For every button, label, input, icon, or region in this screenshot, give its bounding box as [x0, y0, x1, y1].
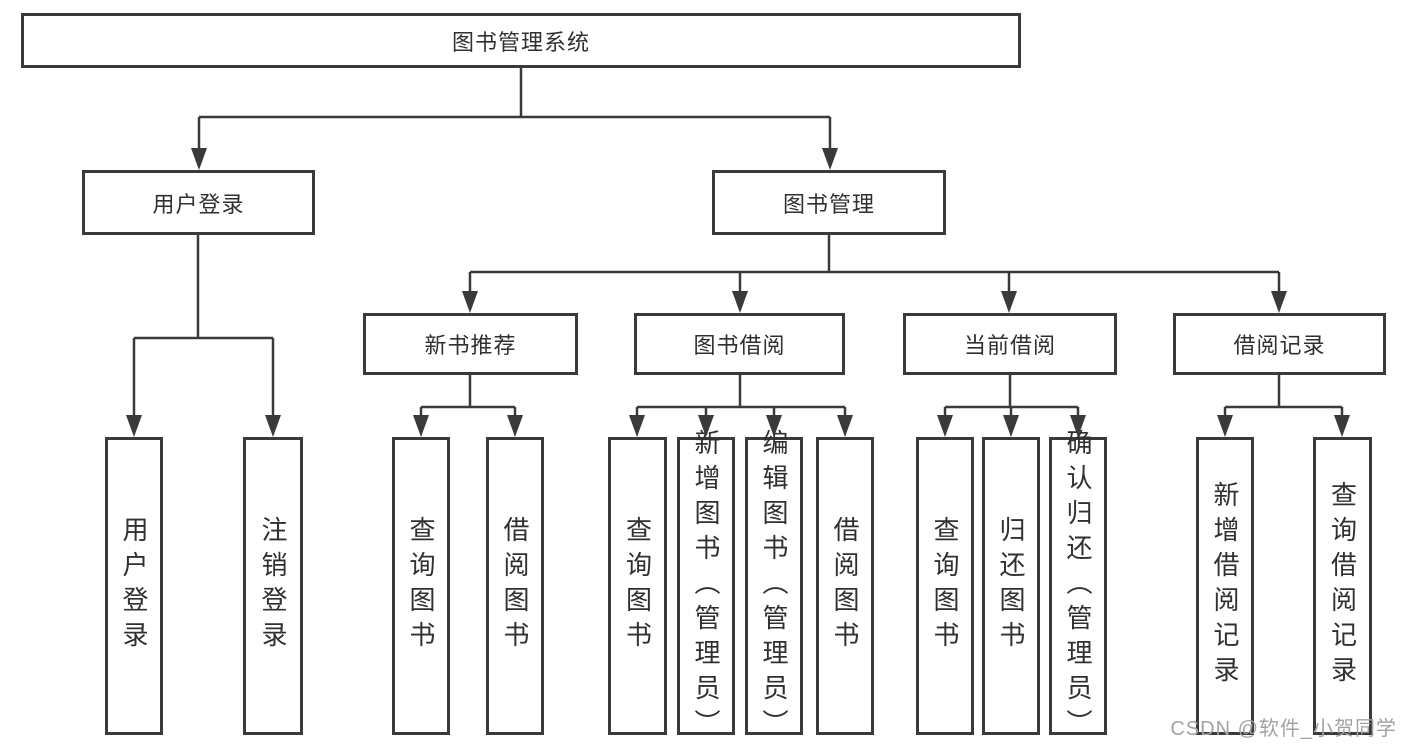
node-label: 查询图书 — [622, 516, 653, 656]
leaf-edit-books-admin: 编辑图书（管理员） — [745, 429, 803, 744]
arrow-down-icon — [937, 415, 953, 437]
node-label: 图书管理 — [782, 191, 875, 217]
arrow-down-icon — [1271, 291, 1287, 313]
node-label: 借阅记录 — [1233, 333, 1326, 358]
node-new-book-recommend: 新书推荐 — [363, 313, 578, 375]
leaf-confirm-return-admin: 确认归还（管理员） — [1049, 429, 1107, 744]
arrow-down-icon — [1334, 415, 1350, 437]
node-label: 查询图书 — [930, 516, 960, 656]
connector-book-borrow-to-leaves — [635, 375, 847, 417]
node-label: 确认归还（管理员） — [1063, 428, 1093, 744]
arrow-down-icon — [265, 415, 281, 437]
connector-book-mgmt-to-level3 — [468, 235, 1281, 293]
node-current-borrow: 当前借阅 — [903, 313, 1117, 375]
node-label: 用户登录 — [119, 516, 149, 656]
arrow-down-icon — [766, 415, 782, 437]
node-book-borrow: 图书借阅 — [634, 313, 845, 375]
arrow-down-icon — [698, 415, 714, 437]
arrow-down-icon — [732, 291, 748, 313]
arrow-down-icon — [191, 148, 207, 170]
node-label: 归还图书 — [996, 516, 1026, 656]
arrowheads — [126, 148, 1350, 437]
connector-root-to-level2 — [197, 68, 832, 150]
node-label: 图书借阅 — [693, 333, 786, 358]
csdn-watermark: CSDN @软件_小贺同学 — [1170, 718, 1397, 740]
node-label: 借阅图书 — [830, 516, 860, 656]
arrow-down-icon — [507, 415, 523, 437]
arrow-down-icon — [837, 415, 853, 437]
node-library-management-system: 图书管理系统 — [21, 13, 1021, 68]
node-label: 注销登录 — [258, 516, 288, 656]
leaf-query-borrow-record: 查询借阅记录 — [1313, 437, 1372, 735]
arrow-down-icon — [1003, 415, 1019, 437]
leaf-return-books: 归还图书 — [982, 437, 1040, 735]
arrow-down-icon — [1217, 415, 1233, 437]
leaf-query-books-recommend: 查询图书 — [392, 437, 450, 735]
arrow-down-icon — [1001, 291, 1017, 313]
leaf-logout-login: 注销登录 — [243, 437, 303, 735]
arrow-down-icon — [413, 415, 429, 437]
leaf-add-borrow-record: 新增借阅记录 — [1196, 437, 1254, 735]
node-label: 新书推荐 — [424, 333, 517, 358]
node-label: 图书管理系统 — [451, 29, 590, 55]
node-borrow-records: 借阅记录 — [1173, 313, 1386, 375]
leaf-borrow-books: 借阅图书 — [816, 437, 874, 735]
arrow-down-icon — [822, 148, 838, 170]
arrow-down-icon — [1070, 415, 1086, 437]
connector-new-book-to-leaves — [419, 375, 517, 417]
node-book-management: 图书管理 — [712, 170, 946, 235]
node-label: 新增借阅记录 — [1210, 481, 1240, 691]
arrow-down-icon — [462, 291, 478, 313]
arrow-down-icon — [126, 415, 142, 437]
connector-current-borrow-to-leaves — [943, 375, 1080, 417]
node-label: 查询图书 — [406, 516, 436, 656]
connector-borrow-records-to-leaves — [1223, 375, 1344, 417]
connector-user-login-to-leaves — [132, 235, 275, 417]
arrow-down-icon — [629, 415, 645, 437]
node-user-login: 用户登录 — [82, 170, 315, 235]
node-label: 借阅图书 — [500, 516, 530, 656]
node-label: 当前借阅 — [963, 333, 1056, 358]
leaf-add-books-admin: 新增图书（管理员） — [677, 429, 735, 744]
leaf-user-login: 用户登录 — [105, 437, 163, 735]
node-label: 新增图书（管理员） — [691, 428, 721, 744]
leaf-query-books-current: 查询图书 — [916, 437, 974, 735]
leaf-query-books-borrow: 查询图书 — [608, 437, 667, 735]
node-label: 查询借阅记录 — [1327, 481, 1358, 691]
leaf-borrow-books-recommend: 借阅图书 — [486, 437, 544, 735]
node-label: 编辑图书（管理员） — [759, 428, 789, 744]
node-label: 用户登录 — [152, 191, 245, 217]
